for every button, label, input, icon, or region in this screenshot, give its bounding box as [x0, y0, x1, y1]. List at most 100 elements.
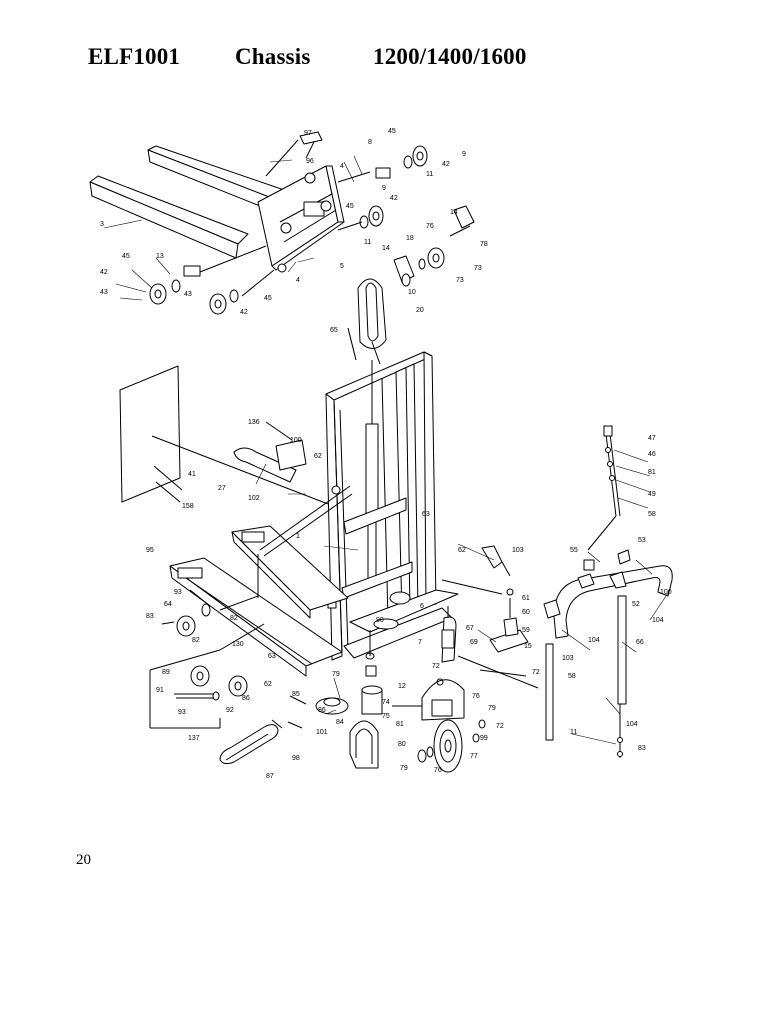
- callout-81: 81: [648, 469, 656, 476]
- callout-53: 53: [638, 537, 646, 544]
- callout-10: 10: [408, 289, 416, 296]
- panel-41: [119, 365, 329, 505]
- callout-45: 45: [346, 203, 354, 210]
- callout-20: 20: [416, 307, 424, 314]
- callout-11: 11: [426, 171, 433, 178]
- callout-42: 42: [100, 269, 108, 276]
- callout-58: 58: [568, 673, 576, 680]
- callout-72: 72: [532, 669, 540, 676]
- callout-92: 92: [226, 707, 234, 714]
- callout-158: 158: [182, 503, 194, 510]
- callout-9: 9: [462, 151, 466, 158]
- callout-99: 99: [480, 735, 488, 742]
- callout-101: 101: [316, 729, 328, 736]
- callout-80: 80: [398, 741, 406, 748]
- callout-98: 98: [292, 755, 300, 762]
- callout-102: 102: [248, 495, 260, 502]
- callout-76: 76: [434, 767, 442, 774]
- callout-63: 63: [422, 511, 430, 518]
- callout-7: 7: [418, 639, 422, 646]
- callout-72: 72: [496, 723, 504, 730]
- callout-74: 74: [382, 699, 390, 706]
- model-number: ELF1001: [88, 44, 181, 69]
- callout-79: 79: [400, 765, 408, 772]
- page-number: 20: [76, 852, 91, 868]
- callout-45: 45: [122, 253, 130, 260]
- small-parts: [219, 695, 307, 765]
- callout-66: 66: [636, 639, 644, 646]
- load-wheels: [149, 589, 265, 729]
- callout-90: 90: [376, 617, 384, 624]
- callout-78: 78: [480, 241, 488, 248]
- callout-60: 60: [522, 609, 530, 616]
- callout-76: 76: [472, 693, 480, 700]
- callout-103: 103: [562, 655, 574, 662]
- callout-18: 18: [406, 235, 414, 242]
- callout-62: 62: [264, 681, 272, 688]
- callout-104: 104: [652, 617, 664, 624]
- callout-100: 100: [290, 437, 302, 444]
- callout-49: 49: [648, 491, 656, 498]
- callout-72: 72: [432, 663, 440, 670]
- callout-13: 13: [156, 253, 164, 260]
- callout-75: 75: [382, 713, 390, 720]
- callout-55: 55: [570, 547, 578, 554]
- callout-93: 93: [178, 709, 186, 716]
- callout-104: 104: [588, 637, 600, 644]
- callout-numbers: 97 96 8 45 9 42 11 4 3 42 9 45 11 14 76 …: [100, 128, 672, 780]
- callout-5: 5: [340, 263, 344, 270]
- callout-9: 9: [382, 185, 386, 192]
- callout-42: 42: [442, 161, 450, 168]
- callout-52: 52: [632, 601, 640, 608]
- callout-73: 73: [456, 277, 464, 284]
- callout-62: 62: [314, 453, 322, 460]
- callout-58: 58: [648, 511, 656, 518]
- callout-12: 12: [398, 683, 406, 690]
- base-legs: [169, 421, 353, 677]
- callout-42: 42: [390, 195, 398, 202]
- callout-81: 81: [396, 721, 404, 728]
- callout-79: 79: [332, 671, 340, 678]
- exploded-parts-diagram: 97 96 8 45 9 42 11 4 3 42 9 45 11 14 76 …: [89, 128, 673, 780]
- callout-6: 6: [420, 603, 424, 610]
- callout-96: 96: [306, 158, 314, 165]
- callout-41: 41: [188, 471, 196, 478]
- callout-87: 87: [266, 773, 274, 780]
- callout-4: 4: [340, 163, 344, 170]
- callout-3: 3: [100, 221, 104, 228]
- callout-82: 82: [230, 615, 238, 622]
- callout-47: 47: [648, 435, 656, 442]
- callout-137: 137: [188, 735, 200, 742]
- callout-63: 63: [268, 653, 276, 660]
- callout-15: 15: [524, 643, 532, 650]
- callout-64: 64: [164, 601, 172, 608]
- callout-97: 97: [304, 130, 312, 137]
- callout-83: 83: [638, 745, 646, 752]
- callout-104: 104: [626, 721, 638, 728]
- callout-77: 77: [470, 753, 478, 760]
- callout-11: 11: [570, 729, 577, 736]
- callout-59: 59: [522, 627, 530, 634]
- callout-79: 79: [488, 705, 496, 712]
- callout-69: 69: [470, 639, 478, 646]
- drive-wheel-assembly: [315, 606, 486, 773]
- leader-lines: [103, 155, 671, 745]
- callout-14: 14: [382, 245, 390, 252]
- callout-91: 91: [156, 687, 164, 694]
- callout-65: 65: [330, 327, 338, 334]
- size-variants: 1200/1400/1600: [373, 44, 527, 69]
- callout-103: 103: [512, 547, 524, 554]
- callout-4: 4: [296, 277, 300, 284]
- callout-136: 136: [248, 419, 260, 426]
- callout-14: 14: [450, 209, 458, 216]
- callout-1: 1: [296, 533, 300, 540]
- section-title: Chassis: [235, 44, 311, 69]
- callout-84: 84: [336, 719, 344, 726]
- mast-assembly: [325, 351, 459, 661]
- callout-82: 82: [192, 637, 200, 644]
- callout-76: 76: [426, 223, 434, 230]
- callout-43: 43: [184, 291, 192, 298]
- callout-85: 85: [292, 691, 300, 698]
- callout-89: 89: [162, 669, 170, 676]
